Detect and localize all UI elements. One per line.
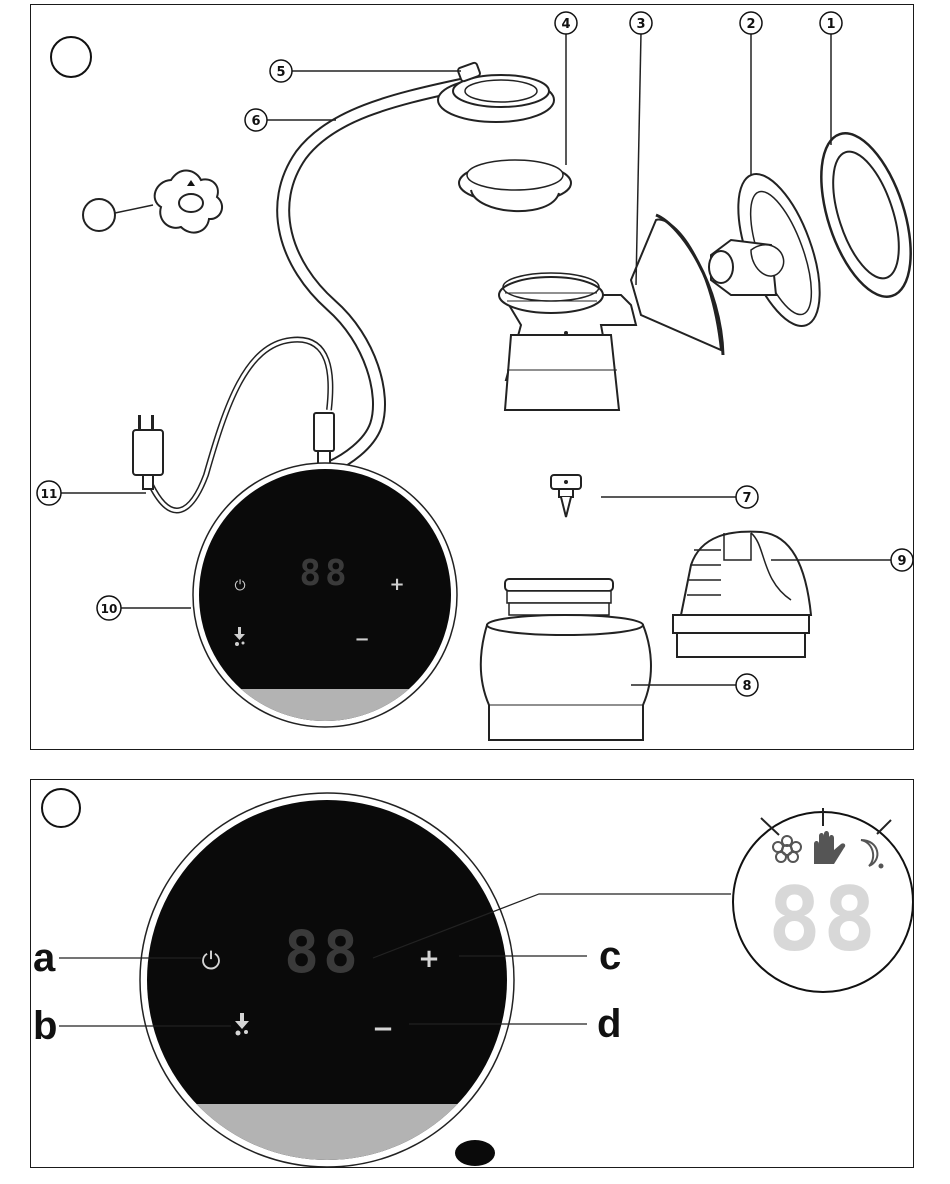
callout-4: 4 [555, 12, 577, 34]
callout-8: 8 [736, 674, 758, 696]
callout-5: 5 [270, 60, 292, 82]
section-marker-circle-bottom [42, 789, 80, 827]
top-panel-drop-icon [234, 627, 245, 646]
callout-3: 3 [630, 12, 652, 34]
exploded-parts-panel: 1 2 3 4 5 6 7 8 9 10 11 88 ⏻ + − [30, 4, 914, 750]
callout-4-label: 4 [561, 17, 570, 32]
callout-8-label: 8 [742, 679, 751, 694]
callout-7: 7 [736, 486, 758, 508]
callout-5-label: 5 [276, 65, 285, 80]
panel-foot [455, 1140, 495, 1166]
label-c: c [599, 934, 621, 978]
top-panel-display-digits: 88 [299, 553, 350, 594]
callout-11-label: 11 [41, 487, 58, 501]
power-button-icon: ⏻ [202, 947, 221, 975]
top-panel-minus-icon: − [354, 629, 369, 650]
callout-7-label: 7 [742, 491, 751, 506]
label-d: d [597, 1002, 621, 1046]
callout-6-label: 6 [251, 114, 260, 129]
panel-display-digits: 88 [284, 918, 362, 986]
callout-numbers: 1 2 3 4 5 6 7 8 9 10 11 88 ⏻ + − [31, 5, 913, 749]
plus-button-icon: + [418, 944, 440, 974]
callout-11: 11 [37, 481, 61, 505]
callout-10-label: 10 [101, 602, 118, 616]
callout-1: 1 [820, 12, 842, 34]
callout-2: 2 [740, 12, 762, 34]
minus-button-icon: − [372, 1014, 394, 1044]
label-a: a [33, 936, 56, 980]
control-panel-detail-drawing: a b c d 88 ⏻ + − 88 [31, 780, 913, 1167]
callout-3-label: 3 [636, 17, 645, 32]
callout-10: 10 [97, 596, 121, 620]
top-panel-power-icon: ⏻ [234, 578, 245, 594]
top-panel-plus-icon: + [389, 574, 404, 595]
zoom-display-digits: 88 [768, 868, 878, 971]
callout-9: 9 [891, 549, 913, 571]
label-b: b [33, 1004, 57, 1048]
callout-1-label: 1 [826, 17, 835, 32]
callout-2-label: 2 [746, 17, 755, 32]
callout-6: 6 [245, 109, 267, 131]
control-panel-detail: a b c d 88 ⏻ + − 88 [30, 779, 914, 1168]
callout-9-label: 9 [897, 554, 906, 569]
